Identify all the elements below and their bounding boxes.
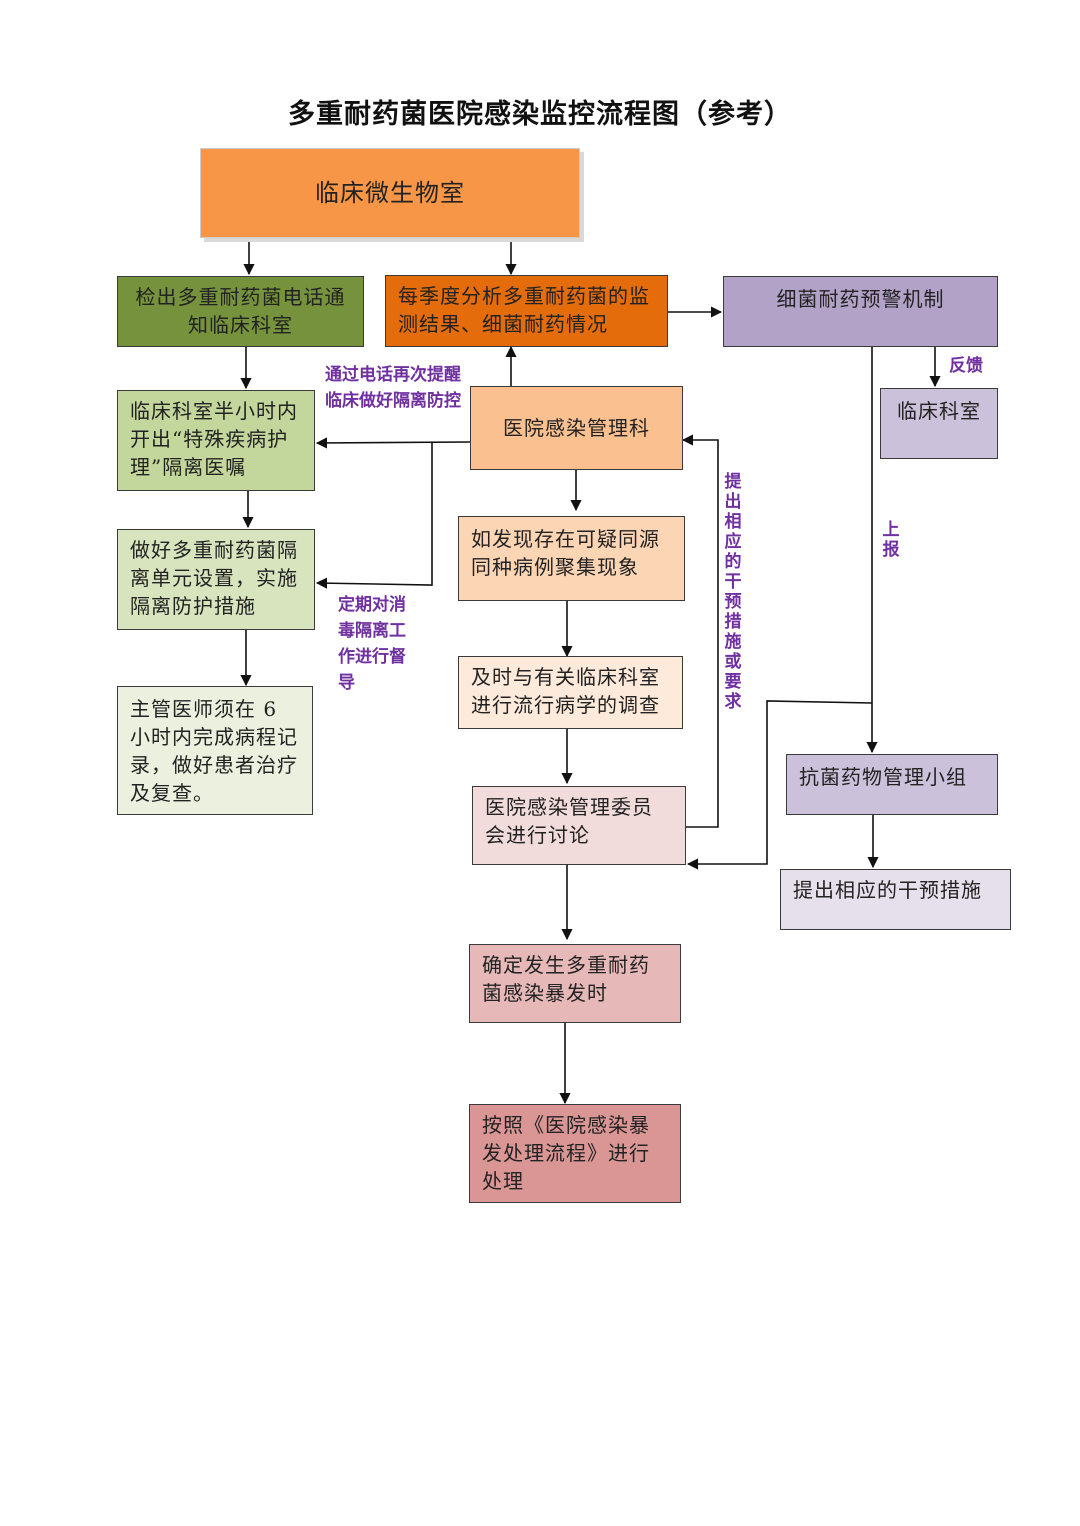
node-antibiotic: 抗菌药物管理小组 <box>786 754 998 815</box>
note-supervise: 定期对消毒隔离工作进行督导 <box>338 595 406 693</box>
node-warning: 细菌耐药预警机制 <box>723 276 998 347</box>
arrow-report-committee <box>686 700 873 870</box>
node-clinical-dept: 临床科室 <box>880 388 998 459</box>
node-notify: 检出多重耐药菌电话通知临床科室 <box>117 276 364 347</box>
arrow-committee-mgmt <box>681 434 719 828</box>
node-committee: 医院感染管理委员会进行讨论 <box>472 786 686 865</box>
node-lab: 临床微生物室 <box>200 148 580 238</box>
note-report: 上报 <box>882 520 900 560</box>
node-doctor: 主管医师须在 6 小时内完成病程记录，做好患者治疗及复查。 <box>117 686 313 815</box>
note-feedback: 反馈 <box>949 356 983 376</box>
node-infection-mgmt: 医院感染管理科 <box>470 386 683 470</box>
arrow-mgmt-order <box>315 437 471 449</box>
node-order: 临床科室半小时内开出“特殊疾病护理”隔离医嘱 <box>117 390 315 491</box>
node-isolation: 做好多重耐药菌隔离单元设置，实施隔离防护措施 <box>117 529 315 630</box>
node-outbreak: 确定发生多重耐药菌感染暴发时 <box>469 944 681 1023</box>
note-propose: 提出相应的干预措施或要求 <box>724 472 742 712</box>
page-title: 多重耐药菌医院感染监控流程图（参考） <box>288 99 792 130</box>
node-cluster: 如发现存在可疑同源同种病例聚集现象 <box>458 516 685 601</box>
node-quarterly: 每季度分析多重耐药菌的监测结果、细菌耐药情况 <box>385 275 668 347</box>
node-investigate: 及时与有关临床科室进行流行病学的调查 <box>458 656 683 729</box>
node-intervention: 提出相应的干预措施 <box>780 869 1011 930</box>
note-remind: 通过电话再次提醒临床做好隔离防控 <box>325 365 461 411</box>
node-process: 按照《医院感染暴发处理流程》进行处理 <box>469 1104 681 1203</box>
arrow-mgmt-isolation <box>315 442 433 589</box>
